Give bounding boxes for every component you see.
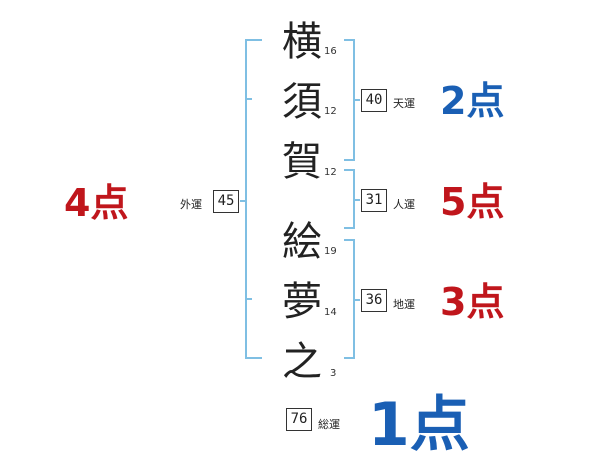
- name-char-6: 之: [282, 339, 322, 385]
- stroke-count-6: 3: [330, 368, 337, 379]
- total-fortune-value: 76: [286, 408, 312, 431]
- outer-fortune-value: 45: [213, 190, 239, 213]
- earth-fortune-label: 地運: [393, 298, 415, 311]
- outer-fortune-label: 外運: [180, 198, 202, 211]
- name-char-3: 賀: [282, 139, 322, 185]
- earth-fortune-value: 36: [361, 289, 387, 312]
- name-char-1: 横: [282, 19, 322, 65]
- earth-fortune-score: 3点: [440, 280, 505, 324]
- stroke-count-3: 12: [324, 167, 337, 178]
- name-char-2: 須: [282, 79, 322, 125]
- outer-bracket-line: [245, 39, 262, 359]
- stroke-count-5: 14: [324, 307, 337, 318]
- stroke-count-2: 12: [324, 106, 337, 117]
- name-char-5: 夢: [282, 279, 322, 325]
- stroke-count-4: 19: [324, 246, 337, 257]
- outer-fortune-score: 4点: [64, 181, 129, 225]
- person-fortune-label: 人運: [393, 198, 415, 211]
- earth-bracket-line: [344, 239, 355, 359]
- person-bracket-line: [344, 169, 355, 229]
- person-fortune-value: 31: [361, 189, 387, 212]
- heaven-fortune-label: 天運: [393, 97, 415, 110]
- total-fortune-score: 1点: [368, 390, 470, 460]
- stroke-count-1: 16: [324, 46, 337, 57]
- heaven-fortune-value: 40: [361, 89, 387, 112]
- heaven-bracket-line: [344, 39, 355, 161]
- heaven-fortune-score: 2点: [440, 79, 505, 123]
- person-fortune-score: 5点: [440, 180, 505, 224]
- total-fortune-label: 総運: [318, 418, 340, 431]
- name-char-4: 絵: [282, 219, 322, 265]
